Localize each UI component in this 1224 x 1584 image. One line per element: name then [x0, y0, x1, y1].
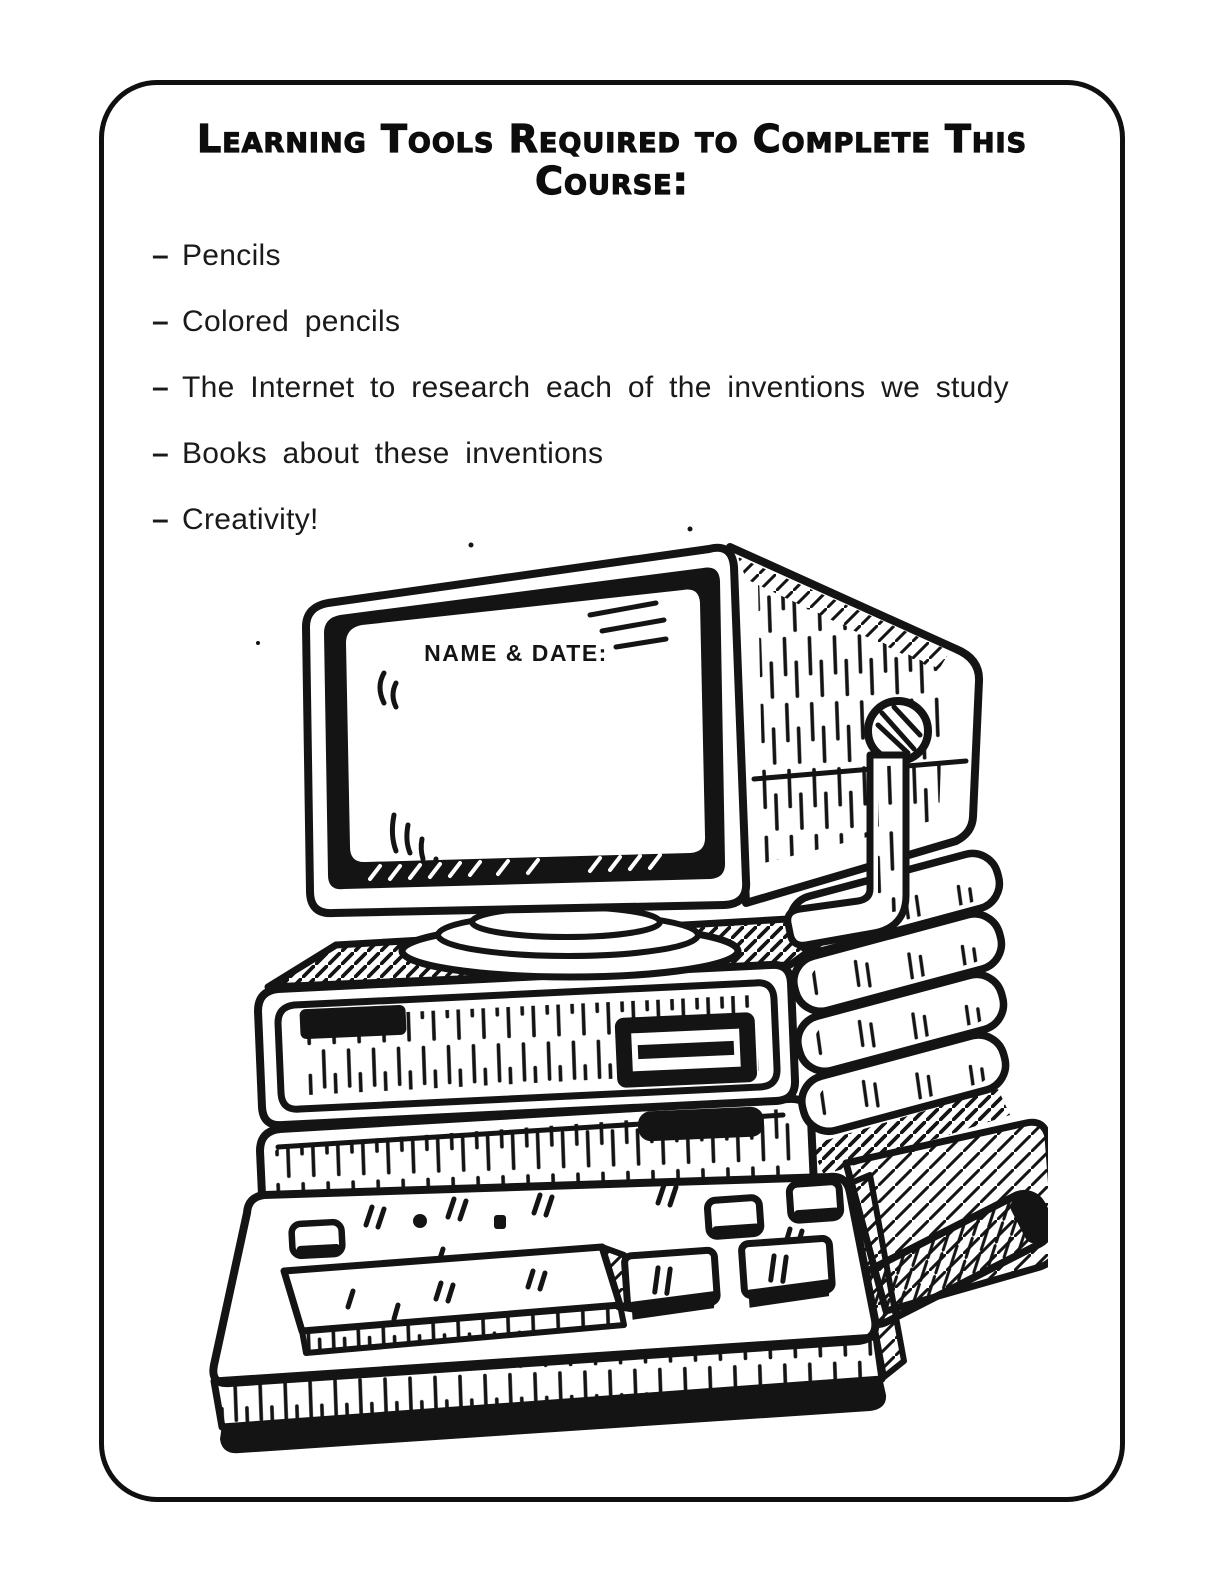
list-item: –Creativity!: [152, 502, 1100, 536]
list-item: –Pencils: [152, 238, 1100, 272]
computer-sketch-svg: NAME & DATE:: [209, 526, 1048, 1454]
floppy-drive: [614, 1012, 758, 1088]
bullet-dash: –: [152, 436, 169, 470]
materials-list: –Pencils –Colored pencils –The Internet …: [104, 238, 1120, 536]
monitor-screen: [346, 589, 706, 863]
list-item: –Colored pencils: [152, 304, 1100, 338]
monitor-bracket: [784, 697, 932, 949]
square-key-2: [738, 1234, 836, 1308]
list-item-text: Colored pencils: [182, 304, 401, 338]
list-item-text: The Internet to research each of the inv…: [182, 370, 1009, 404]
page-title: Learning Tools Required to Complete This…: [196, 117, 1028, 203]
unit2-slot: [637, 1106, 765, 1142]
bullet-dash: –: [152, 502, 169, 536]
ink-speckles: [256, 526, 693, 645]
list-item-text: Creativity!: [182, 502, 319, 536]
screen-glare: [377, 600, 669, 874]
crt-monitor: NAME & DATE:: [302, 543, 984, 918]
keyboard: [209, 1172, 907, 1454]
screen-label: NAME & DATE:: [424, 640, 608, 666]
bullet-dash: –: [152, 370, 169, 404]
list-item: –Books about these inventions: [152, 436, 1100, 470]
keyboard-indicator-keys: [288, 1178, 845, 1260]
monitor-pedestal: [398, 904, 742, 981]
unit1-badge: [299, 1004, 407, 1040]
bullet-dash: –: [152, 304, 169, 338]
side-slab-stack: [786, 849, 1048, 1328]
worksheet-page-border: Learning Tools Required to Complete This…: [99, 80, 1125, 1502]
list-item: –The Internet to research each of the in…: [152, 370, 1100, 404]
square-key-1: [621, 1246, 721, 1320]
list-item-text: Books about these inventions: [182, 436, 604, 470]
list-item-text: Pencils: [182, 238, 281, 272]
bullet-dash: –: [152, 238, 169, 272]
bezel-hatch: [368, 853, 662, 881]
space-bar-key: [280, 1243, 645, 1356]
vintage-computer-illustration: NAME & DATE:: [198, 523, 1048, 1473]
